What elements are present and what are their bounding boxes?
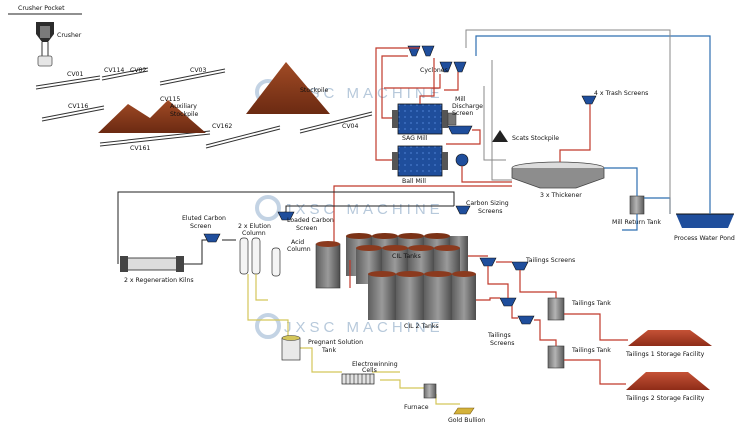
label-electrowinning-2: Cells xyxy=(362,367,377,374)
cil-feed-tank xyxy=(315,241,341,289)
cil-tanks-bank-2: CIL 2 Tanks xyxy=(368,271,476,330)
label-thickener: 3 x Thickener xyxy=(540,192,582,199)
label-stockpile-sub: Stockpile xyxy=(170,111,198,118)
label-cv115: CV115 xyxy=(160,96,180,103)
eluted-carbon-screen: Eluted Carbon Screen xyxy=(182,215,226,243)
furnace: Furnace xyxy=(404,383,437,411)
watermark-text-1: JXSC MACHINE xyxy=(284,85,444,102)
regeneration-kilns: 2 x Regeneration Kilns xyxy=(120,256,194,284)
label-eluted-carbon-1: Eluted Carbon xyxy=(182,215,226,222)
label-loaded-carbon-2: Screen xyxy=(296,225,317,232)
crusher: Crusher xyxy=(36,22,82,67)
gold-bullion: Gold Bullion xyxy=(448,407,485,424)
label-sag-mill: SAG Mill xyxy=(402,135,428,142)
label-furnace: Furnace xyxy=(404,404,429,411)
label-stockpile: Stockpile xyxy=(300,87,328,94)
tailings-storage-2: Tailings 2 Storage Facility xyxy=(625,372,710,402)
grey-return-lines xyxy=(465,29,671,214)
label-cv161: CV161 xyxy=(130,145,150,152)
label-carbon-sizing-1: Carbon Sizing xyxy=(466,200,509,207)
sag-mill: SAG Mill xyxy=(392,103,457,142)
watermark-group: JXSC MACHINE JXSC MACHINE JXSC MACHINE xyxy=(255,79,444,339)
label-gold-bullion: Gold Bullion xyxy=(448,417,485,424)
label-acid-1: Acid xyxy=(291,239,304,246)
label-eluted-carbon-2: Screen xyxy=(190,223,211,230)
label-pregnant-solution-1: Pregnant Solution xyxy=(308,339,363,346)
label-pregnant-solution-2: Tank xyxy=(321,347,336,354)
watermark-text-3: JXSC MACHINE xyxy=(284,319,444,336)
cyclones: Cyclones xyxy=(407,45,467,74)
water-lines xyxy=(475,35,711,231)
trash-screens: 4 x Trash Screens xyxy=(581,90,648,105)
label-acid-2: Column xyxy=(287,246,311,253)
label-trash-screens: 4 x Trash Screens xyxy=(594,90,648,97)
slurry-lines-mill xyxy=(375,47,512,183)
label-cv03: CV03 xyxy=(190,67,206,74)
tailings-tank-1: Tailings Tank xyxy=(547,297,611,321)
label-elution-1: 2 x Elution xyxy=(238,223,271,230)
tailings-tank-2: Tailings Tank xyxy=(547,345,611,369)
label-cv162: CV162 xyxy=(212,123,232,130)
slurry-to-cil xyxy=(333,104,591,242)
label-electrowinning-1: Electrowinning xyxy=(352,361,398,368)
elution-column: 2 x Elution Column xyxy=(238,223,271,275)
label-tailings-tank-1: Tailings Tank xyxy=(571,300,611,307)
ball-mill: Ball Mill xyxy=(392,145,469,185)
label-cv01: CV01 xyxy=(67,71,83,78)
tailings-screens-bottom: Tailings Screens xyxy=(487,297,535,347)
acid-column: Acid Column xyxy=(271,239,311,277)
label-process-water-pond: Process Water Pond xyxy=(674,235,735,242)
label-tailings-screens-b1: Tailings xyxy=(487,332,511,339)
label-crusher: Crusher xyxy=(57,32,82,39)
watermark-text-2: JXSC MACHINE xyxy=(284,201,444,218)
label-cv114: CV114 xyxy=(104,67,124,74)
process-water-pond: Process Water Pond xyxy=(674,213,735,242)
loaded-carbon-screen: Loaded Carbon Screen xyxy=(277,211,334,232)
scats-stockpile: Scats Stockpile xyxy=(492,130,559,142)
auxiliary-stockpile xyxy=(98,100,206,133)
label-cil-2-tanks: CIL 2 Tanks xyxy=(404,323,439,330)
label-crusher-pocket: Crusher Pocket xyxy=(18,5,65,12)
electrowinning-cells: Electrowinning Cells xyxy=(341,361,398,385)
watermark-2: JXSC MACHINE xyxy=(255,195,444,221)
label-cv116: CV116 xyxy=(68,103,88,110)
thickener: 3 x Thickener xyxy=(511,161,605,199)
label-loaded-carbon-1: Loaded Carbon xyxy=(287,217,334,224)
label-elution-2: Column xyxy=(242,230,266,237)
label-tailings-screens-b2: Screens xyxy=(490,340,515,347)
label-cil-tanks: CIL Tanks xyxy=(392,253,421,260)
watermark-3: JXSC MACHINE xyxy=(255,313,444,339)
label-carbon-sizing-2: Screens xyxy=(478,208,503,215)
mill-discharge-screen: Mill Discharge Screen xyxy=(447,96,483,135)
pregnant-solution-tank: Pregnant Solution Tank xyxy=(281,335,363,361)
label-tailings-tank-2: Tailings Tank xyxy=(571,347,611,354)
label-mill-discharge-1: Mill xyxy=(455,96,466,103)
label-cv04: CV04 xyxy=(342,123,358,130)
label-scats-stockpile: Scats Stockpile xyxy=(512,135,559,142)
crusher-pocket: Crusher Pocket xyxy=(8,5,82,15)
solution-lines xyxy=(247,274,460,405)
label-mill-discharge-2: Discharge xyxy=(452,103,483,110)
tailings-lines xyxy=(349,255,628,385)
label-tailings-storage-2: Tailings 2 Storage Facility xyxy=(625,395,705,402)
label-ball-mill: Ball Mill xyxy=(402,178,426,185)
label-tailings-storage-1: Tailings 1 Storage Facility xyxy=(625,351,705,358)
carbon-loop-lines xyxy=(117,191,455,265)
tailings-storage-1: Tailings 1 Storage Facility xyxy=(625,330,712,358)
label-mill-discharge-3: Screen xyxy=(452,110,473,117)
label-auxiliary: Auxiliary xyxy=(170,103,197,110)
label-regeneration-kilns: 2 x Regeneration Kilns xyxy=(124,277,194,284)
carbon-sizing-screens: Carbon Sizing Screens xyxy=(455,200,509,215)
label-tailings-screens-top: Tailings Screens xyxy=(525,257,575,264)
tailings-screens-top: Tailings Screens xyxy=(479,257,575,271)
label-cv02: CV02 xyxy=(130,67,146,74)
main-stockpile: Stockpile xyxy=(246,62,330,114)
